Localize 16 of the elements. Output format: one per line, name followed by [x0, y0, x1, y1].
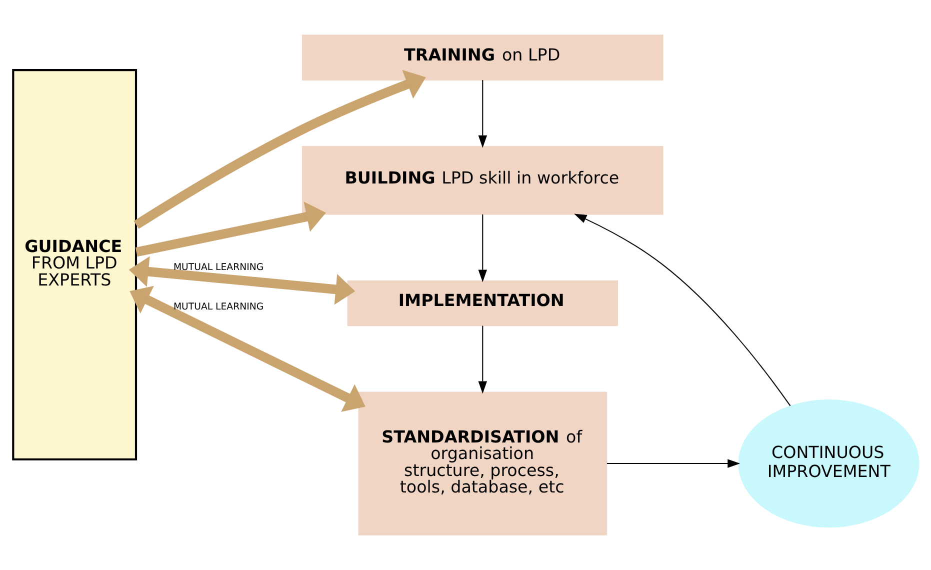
arrow — [478, 214, 487, 282]
node-box: GUIDANCE FROM LPD EXPERTS — [12, 69, 137, 460]
node-box: IMPLEMENTATION — [346, 280, 618, 326]
node-box: BUILDING LPD skill in workforce — [302, 146, 663, 215]
edge-label: MUTUAL LEARNING — [172, 302, 264, 313]
arrow — [574, 214, 790, 406]
arrow — [128, 256, 355, 305]
arrow — [478, 326, 487, 394]
edge-label: MUTUAL LEARNING — [172, 262, 264, 274]
node-ellipse: CONTINUOUS IMPROVEMENT — [738, 400, 919, 528]
arrow — [606, 459, 740, 468]
node-box: TRAINING on LPD — [302, 34, 663, 80]
arrow — [134, 202, 326, 257]
arrow — [478, 80, 487, 148]
node-box: STANDARDISATION of organisation structure, process, tools, database, etc — [358, 392, 607, 536]
arrow — [129, 286, 365, 412]
